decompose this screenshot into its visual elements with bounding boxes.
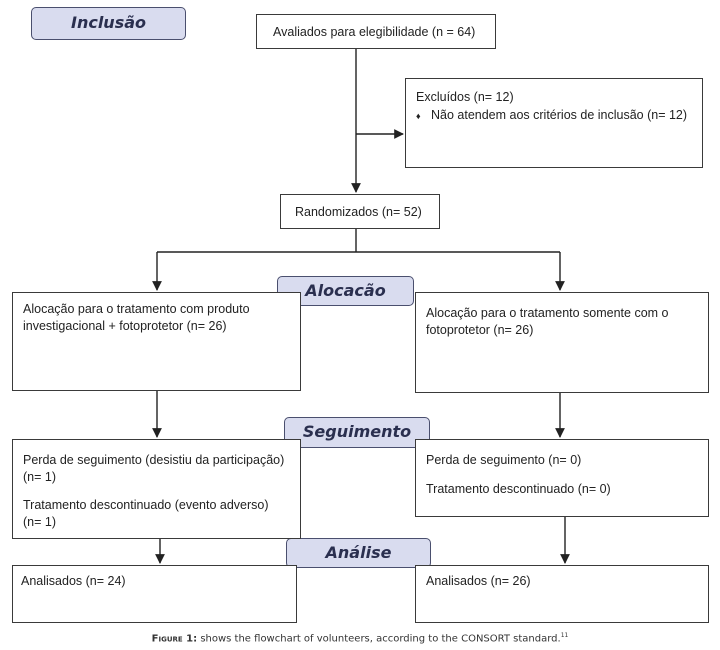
analysis-left-text: Analisados (n= 24) — [21, 574, 126, 588]
caption-label: Figure 1: — [151, 633, 198, 645]
followup-left-line3: Tratamento descontinuado (evento adverso… — [23, 498, 269, 512]
allocation-right-line1: Alocação para o tratamento somente com o — [426, 306, 669, 320]
stage-inclusion-label: Inclusão — [70, 13, 146, 32]
excluded-title: Excluídos (n= 12) — [416, 90, 514, 104]
excluded-reason: Não atendem aos critérios de inclusão (n… — [431, 108, 688, 122]
caption-ref: 11 — [560, 632, 569, 639]
allocation-right-line2: fotoprotetor (n= 26) — [426, 323, 534, 337]
figure-caption: Figure 1: shows the flowchart of volunte… — [0, 632, 720, 644]
stage-inclusion: Inclusão — [31, 7, 186, 40]
excluded-box: Excluídos (n= 12) ♦ Não atendem aos crit… — [405, 78, 703, 168]
followup-left-line4: (n= 1) — [23, 515, 57, 529]
allocation-left-box: Alocação para o tratamento com produto i… — [12, 292, 301, 391]
stage-allocation: Alocacão — [277, 276, 414, 306]
followup-left-box: Perda de seguimento (desistiu da partici… — [12, 439, 301, 539]
allocation-left-line1: Alocação para o tratamento com produto — [23, 302, 250, 316]
bullet-icon: ♦ — [416, 111, 421, 121]
stage-followup-label: Seguimento — [302, 422, 412, 441]
stage-analysis-label: Análise — [325, 543, 392, 562]
randomized-box: Randomizados (n= 52) — [280, 194, 440, 229]
analysis-right-text: Analisados (n= 26) — [426, 574, 531, 588]
allocation-left-line2: investigacional + fotoprotetor (n= 26) — [23, 319, 227, 333]
followup-left-line1: Perda de seguimento (desistiu da partici… — [23, 453, 285, 467]
caption-text: shows the flowchart of volunteers, accor… — [197, 633, 561, 645]
followup-right-line1: Perda de seguimento (n= 0) — [426, 453, 582, 467]
analysis-right-box: Analisados (n= 26) — [415, 565, 709, 623]
analysis-left-box: Analisados (n= 24) — [12, 565, 297, 623]
allocation-right-box: Alocação para o tratamento somente com o… — [415, 292, 709, 393]
randomized-text: Randomizados (n= 52) — [295, 205, 422, 219]
followup-right-line2: Tratamento descontinuado (n= 0) — [426, 482, 611, 496]
stage-followup: Seguimento — [284, 417, 430, 448]
followup-right-box: Perda de seguimento (n= 0) Tratamento de… — [415, 439, 709, 517]
stage-analysis: Análise — [286, 538, 431, 568]
assessed-text: Avaliados para elegibilidade (n = 64) — [273, 25, 476, 39]
stage-allocation-label: Alocacão — [305, 281, 386, 300]
assessed-box: Avaliados para elegibilidade (n = 64) — [256, 14, 496, 49]
followup-left-line2: (n= 1) — [23, 470, 57, 484]
